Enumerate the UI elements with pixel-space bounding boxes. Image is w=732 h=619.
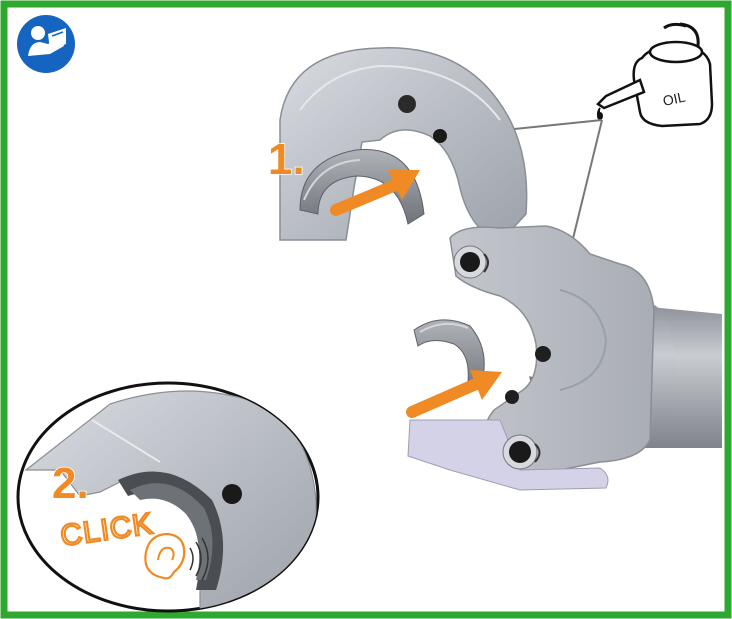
oil-label: OIL: [661, 89, 687, 109]
step-2-label: 2.: [52, 459, 89, 508]
step-1-label: 1.: [268, 135, 305, 184]
upper-crimp-head: [279, 47, 528, 243]
oil-can-icon: OIL: [596, 22, 714, 128]
ear-icon: [144, 532, 209, 581]
read-manual-icon: [17, 15, 75, 73]
tool-body: [407, 225, 655, 491]
detail-zoom-oval: [16, 381, 320, 613]
orange-arrow-lower: [406, 370, 502, 418]
orange-arrow-step1: [330, 170, 420, 216]
